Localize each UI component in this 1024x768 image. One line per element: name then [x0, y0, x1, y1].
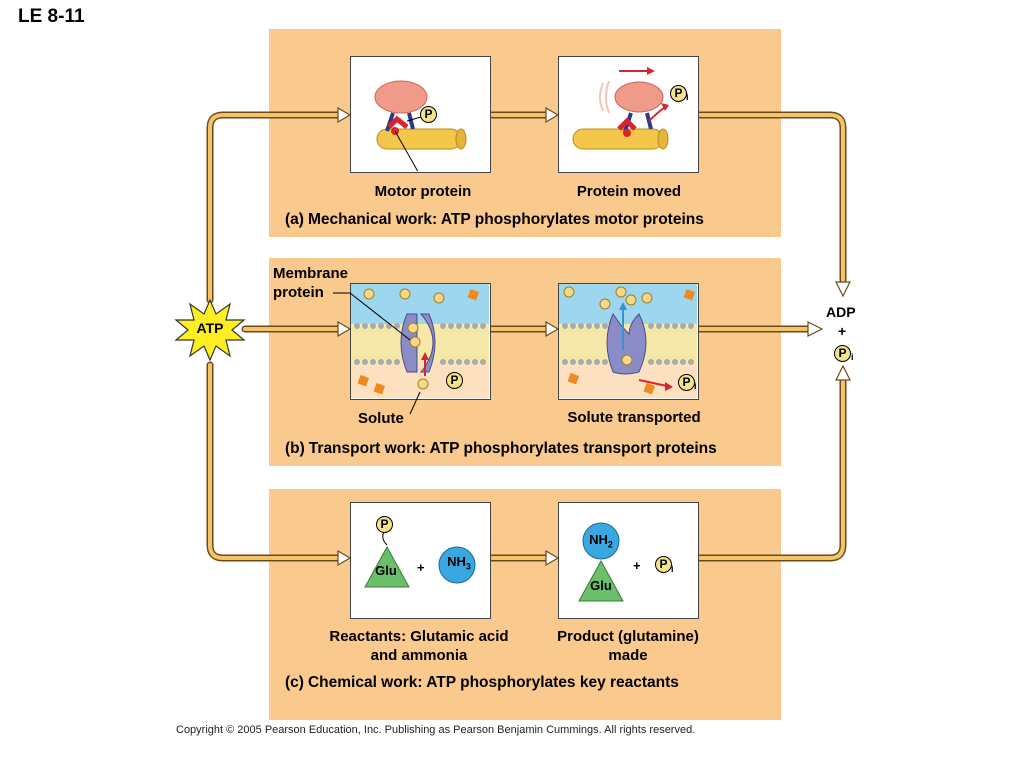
glu-label-reactant: Glu: [375, 563, 397, 578]
product-plus: +: [633, 558, 641, 573]
adp-plus: +: [838, 323, 847, 339]
released-phosphate-b-subscript: i: [694, 381, 697, 391]
phosphate-p-letter: P: [424, 107, 433, 121]
product-illustration: [578, 522, 624, 602]
panel-b-caption: (b)Transport work: ATP phosphorylates tr…: [285, 440, 717, 458]
pi-product-icon: P: [834, 345, 851, 362]
ammonia-nh: NH: [447, 554, 466, 569]
reactant-plus: +: [417, 560, 425, 575]
ammonia-label: NH3: [440, 554, 478, 572]
phosphate-icon-c: P: [376, 516, 393, 533]
phosphate-icon: P: [420, 106, 437, 123]
adp-label: ADP: [826, 304, 856, 320]
protein-moved-illustration: [572, 67, 669, 150]
released-phosphate-a-subscript: i: [686, 92, 689, 102]
motor-protein-illustration: [374, 80, 467, 178]
transport-before-box: [350, 283, 491, 400]
phosphate-c-letter: P: [380, 517, 389, 531]
reactants-label-line2: and ammonia: [370, 647, 468, 664]
solute-transported-label: Solute transported: [567, 409, 701, 426]
product-label-line2: made: [608, 647, 648, 664]
panel-b-caption-text: Transport work: ATP phosphorylates trans…: [308, 440, 717, 457]
panel-c-tag: (c): [285, 674, 304, 691]
product-nh: NH: [589, 532, 608, 547]
atp-star-icon: [174, 298, 246, 362]
panel-c-caption-text: Chemical work: ATP phosphorylates key re…: [307, 674, 679, 691]
membrane-label-line2: protein: [273, 284, 324, 301]
figure-title: LE 8-11: [18, 6, 85, 27]
released-phosphate-icon-c: P: [655, 556, 672, 573]
pi-p-letter: P: [838, 346, 847, 360]
protein-moved-box: [558, 56, 699, 173]
released-phosphate-a-letter: P: [674, 86, 683, 100]
product-label-line1: Product (glutamine): [557, 628, 699, 645]
reactants-illustration: [364, 528, 476, 588]
released-phosphate-c-letter: P: [659, 557, 668, 571]
panel-c-caption: (c)Chemical work: ATP phosphorylates key…: [285, 674, 679, 692]
product-nh2-label: NH2: [582, 532, 620, 550]
phosphate-b-letter: P: [450, 373, 459, 387]
released-phosphate-c-subscript: i: [671, 564, 674, 574]
motor-protein-label: Motor protein: [374, 183, 472, 200]
membrane-label-line1: Membrane: [273, 265, 349, 282]
released-phosphate-icon-b: P: [678, 374, 695, 391]
panel-a-caption-text: Mechanical work: ATP phosphorylates moto…: [307, 211, 704, 228]
transport-after-illustration: [559, 284, 697, 398]
phosphate-icon-b: P: [446, 372, 463, 389]
panel-b-tag: (b): [285, 440, 305, 457]
released-phosphate-icon-a: P: [670, 85, 687, 102]
panel-a-caption: (a)Mechanical work: ATP phosphorylates m…: [285, 211, 704, 229]
ammonia-sub: 3: [465, 561, 471, 572]
glu-label-product: Glu: [590, 578, 612, 593]
reactants-box: [350, 502, 491, 619]
product-nh2-sub: 2: [607, 539, 613, 550]
solute-label: Solute: [358, 410, 404, 427]
product-box: [558, 502, 699, 619]
transport-after-box: [558, 283, 699, 400]
panel-a-tag: (a): [285, 211, 304, 228]
pi-subscript: i: [851, 352, 854, 362]
copyright-notice: Copyright © 2005 Pearson Education, Inc.…: [176, 724, 696, 736]
reactants-label-line1: Reactants: Glutamic acid: [329, 628, 509, 645]
atp-label: ATP: [196, 320, 224, 336]
released-phosphate-b-letter: P: [682, 375, 691, 389]
protein-moved-label: Protein moved: [576, 183, 682, 200]
transport-before-illustration: [351, 284, 489, 398]
